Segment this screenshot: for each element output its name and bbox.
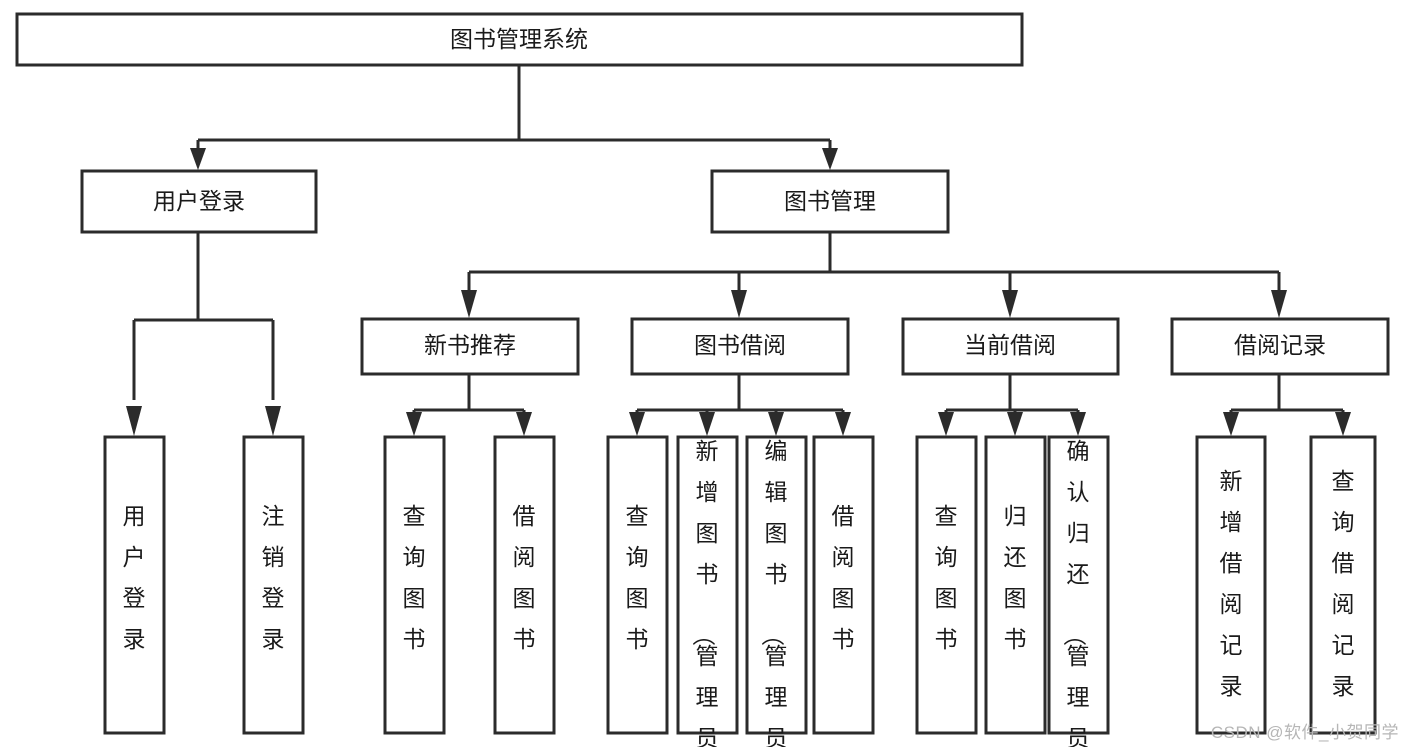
arrow-to-leaf-borrow-book-2 (835, 412, 851, 436)
leaf-add-record-label: 新增借阅记录 (1220, 468, 1243, 699)
leaf-edit-book-box[interactable] (745, 435, 808, 735)
node-new-book-recommend-box[interactable] (360, 317, 580, 376)
node-root-box[interactable] (15, 12, 1024, 67)
node-book-manage-label: 图书管理 (784, 188, 876, 214)
leaf-add-book-label: 新增图书（管理员） (691, 438, 719, 747)
leaf-query-record[interactable]: 查询借阅记录 (1309, 435, 1377, 735)
leaf-user-login-label: 用户登录 (123, 503, 146, 652)
leaf-query-book-1-box[interactable] (383, 435, 446, 735)
leaf-query-record-box[interactable] (1309, 435, 1377, 735)
node-book-manage[interactable]: 图书管理 (710, 169, 950, 234)
arrow-to-leaf-return-book (1007, 412, 1023, 436)
leaf-query-book-2[interactable]: 查询图书 (606, 435, 669, 735)
arrow-to-leaf-borrow-book-1 (516, 412, 532, 436)
leaf-borrow-book-1-box[interactable] (493, 435, 556, 735)
leaf-edit-book-label: 编辑图书（管理员） (760, 438, 788, 747)
leaf-user-login[interactable]: 用户登录 (103, 435, 166, 735)
leaf-logout-box[interactable] (242, 435, 305, 735)
arrow-to-book-borrow (731, 290, 747, 318)
leaf-confirm-return-label: 确认归还（管理员） (1062, 438, 1090, 747)
leaf-query-book-2-label: 查询图书 (626, 503, 649, 652)
leaf-add-book-box[interactable] (676, 435, 739, 735)
node-borrow-record-label: 借阅记录 (1234, 332, 1326, 358)
leaf-borrow-book-1-label: 借阅图书 (513, 503, 536, 652)
arrow-to-leaf-logout (265, 406, 281, 436)
leaf-add-record-box[interactable] (1195, 435, 1267, 735)
leaf-confirm-return[interactable]: 确认归还（管理员） (1047, 435, 1110, 747)
arrow-to-leaf-add-book (699, 412, 715, 436)
node-root[interactable]: 图书管理系统 (15, 12, 1024, 67)
arrow-to-new-book-recommend (461, 290, 477, 318)
leaf-return-book-box[interactable] (984, 435, 1047, 735)
arrow-to-leaf-query-book-3 (938, 412, 954, 436)
leaf-query-book-1[interactable]: 查询图书 (383, 435, 446, 735)
connector-layer (126, 65, 1351, 436)
leaf-user-login-box[interactable] (103, 435, 166, 735)
leaf-add-record[interactable]: 新增借阅记录 (1195, 435, 1267, 735)
arrow-to-borrow-record (1271, 290, 1287, 318)
node-book-borrow-box[interactable] (630, 317, 850, 376)
arrow-to-leaf-edit-book (768, 412, 784, 436)
leaf-query-book-2-box[interactable] (606, 435, 669, 735)
node-borrow-record-box[interactable] (1170, 317, 1390, 376)
node-current-borrow-box[interactable] (901, 317, 1120, 376)
node-user-login-box[interactable] (80, 169, 318, 234)
node-current-borrow[interactable]: 当前借阅 (901, 317, 1120, 376)
leaf-query-book-3-box[interactable] (915, 435, 978, 735)
leaf-confirm-return-box[interactable] (1047, 435, 1110, 735)
node-book-manage-box[interactable] (710, 169, 950, 234)
leaf-return-book-label: 归还图书 (1004, 503, 1027, 652)
leaf-borrow-book-2-label: 借阅图书 (832, 503, 855, 652)
arrow-to-leaf-user-login (126, 406, 142, 436)
leaf-edit-book[interactable]: 编辑图书（管理员） (745, 435, 808, 747)
leaf-query-record-label: 查询借阅记录 (1332, 468, 1355, 699)
leaf-return-book[interactable]: 归还图书 (984, 435, 1047, 735)
leaf-add-book[interactable]: 新增图书（管理员） (676, 435, 739, 747)
node-user-login-label: 用户登录 (153, 188, 245, 214)
leaf-borrow-book-1[interactable]: 借阅图书 (493, 435, 556, 735)
node-borrow-record[interactable]: 借阅记录 (1170, 317, 1390, 376)
node-book-borrow-label: 图书借阅 (694, 332, 786, 358)
arrow-root-to-book-manage (822, 148, 838, 170)
node-new-book-recommend-label: 新书推荐 (424, 332, 516, 358)
leaf-borrow-book-2-box[interactable] (812, 435, 875, 735)
arrow-to-leaf-query-book-1 (406, 412, 422, 436)
node-root-label: 图书管理系统 (450, 26, 588, 52)
node-new-book-recommend[interactable]: 新书推荐 (360, 317, 580, 376)
arrow-root-to-user-login (190, 148, 206, 170)
leaf-logout[interactable]: 注销登录 (242, 435, 305, 735)
leaf-query-book-3-label: 查询图书 (935, 503, 958, 652)
node-user-login[interactable]: 用户登录 (80, 169, 318, 234)
leaf-logout-label: 注销登录 (262, 503, 285, 652)
arrow-to-leaf-query-book-2 (629, 412, 645, 436)
arrow-to-current-borrow (1002, 290, 1018, 318)
leaf-query-book-1-label: 查询图书 (403, 503, 426, 652)
leaf-borrow-book-2[interactable]: 借阅图书 (812, 435, 875, 735)
csdn-watermark: CSDN @软件_小贺同学 (1210, 723, 1399, 742)
node-book-borrow[interactable]: 图书借阅 (630, 317, 850, 376)
arrow-to-leaf-query-record (1335, 412, 1351, 436)
arrow-to-leaf-add-record (1223, 412, 1239, 436)
node-current-borrow-label: 当前借阅 (964, 332, 1056, 358)
arrow-to-leaf-confirm-return (1070, 412, 1086, 436)
leaf-query-book-3[interactable]: 查询图书 (915, 435, 978, 735)
